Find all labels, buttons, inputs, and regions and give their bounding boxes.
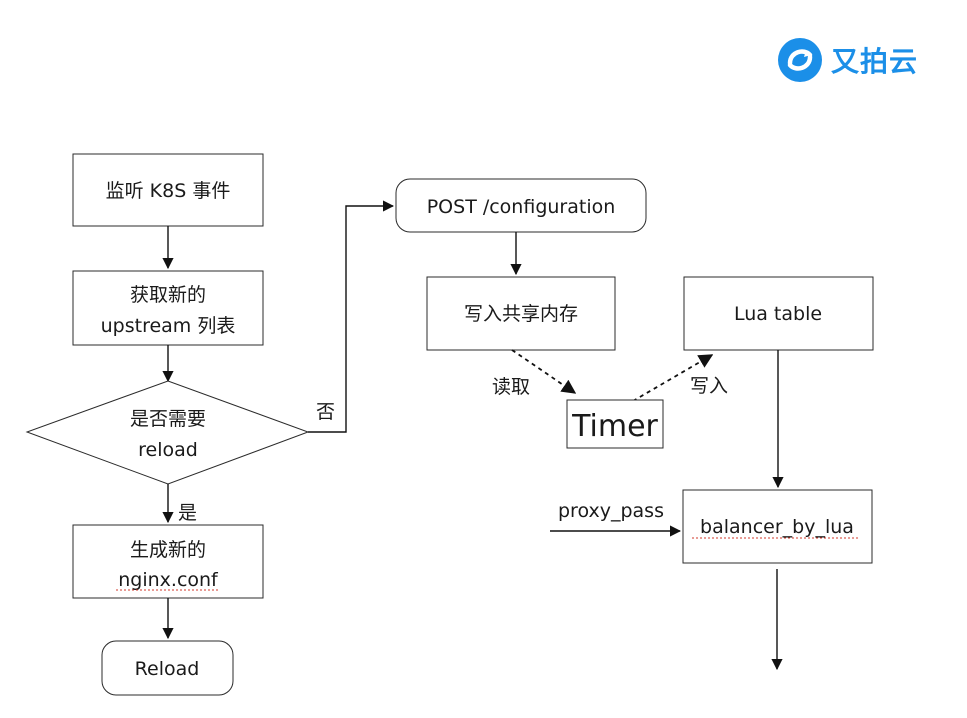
node-balancer-by-lua: balancer_by_lua (682, 489, 873, 564)
node-lua-table: Lua table (683, 276, 874, 351)
node-write-shm-label: 写入共享内存 (464, 303, 578, 325)
node-post-configuration-label: POST /configuration (427, 196, 616, 218)
label-write: 写入 (690, 375, 728, 397)
node-write-shared-memory: 写入共享内存 (426, 276, 616, 351)
node-generate-line1: 生成新的 (130, 539, 206, 561)
node-watch-k8s-label: 监听 K8S 事件 (106, 180, 231, 202)
node-fetch-upstream: 获取新的 upstream 列表 (72, 270, 264, 346)
node-reload: Reload (101, 640, 234, 696)
node-lua-table-label: Lua table (734, 303, 822, 325)
node-post-configuration: POST /configuration (395, 178, 647, 233)
upyun-logo-icon (778, 38, 822, 82)
label-read: 读取 (492, 376, 530, 398)
node-balancer-label: balancer_by_lua (700, 516, 854, 538)
brand-name: 又拍云 (831, 45, 919, 78)
node-fetch-upstream-line2: upstream 列表 (101, 315, 236, 337)
brand-logo: 又拍云 (777, 36, 918, 84)
edge-decision-no (308, 200, 395, 433)
node-decision-line2: reload (138, 439, 198, 461)
node-timer: Timer (566, 399, 664, 449)
label-yes: 是 (178, 502, 197, 524)
node-timer-label: Timer (571, 409, 658, 444)
node-watch-k8s: 监听 K8S 事件 (72, 153, 264, 227)
node-generate-conf: 生成新的 nginx.conf (72, 524, 264, 599)
label-proxy-pass: proxy_pass (558, 500, 664, 522)
label-no: 否 (316, 401, 335, 423)
node-generate-line2: nginx.conf (118, 569, 219, 591)
node-fetch-upstream-line1: 获取新的 (130, 284, 206, 306)
node-reload-label: Reload (135, 658, 200, 680)
node-decision-line1: 是否需要 (130, 408, 206, 430)
node-decision-reload: 是否需要 reload (25, 380, 310, 485)
